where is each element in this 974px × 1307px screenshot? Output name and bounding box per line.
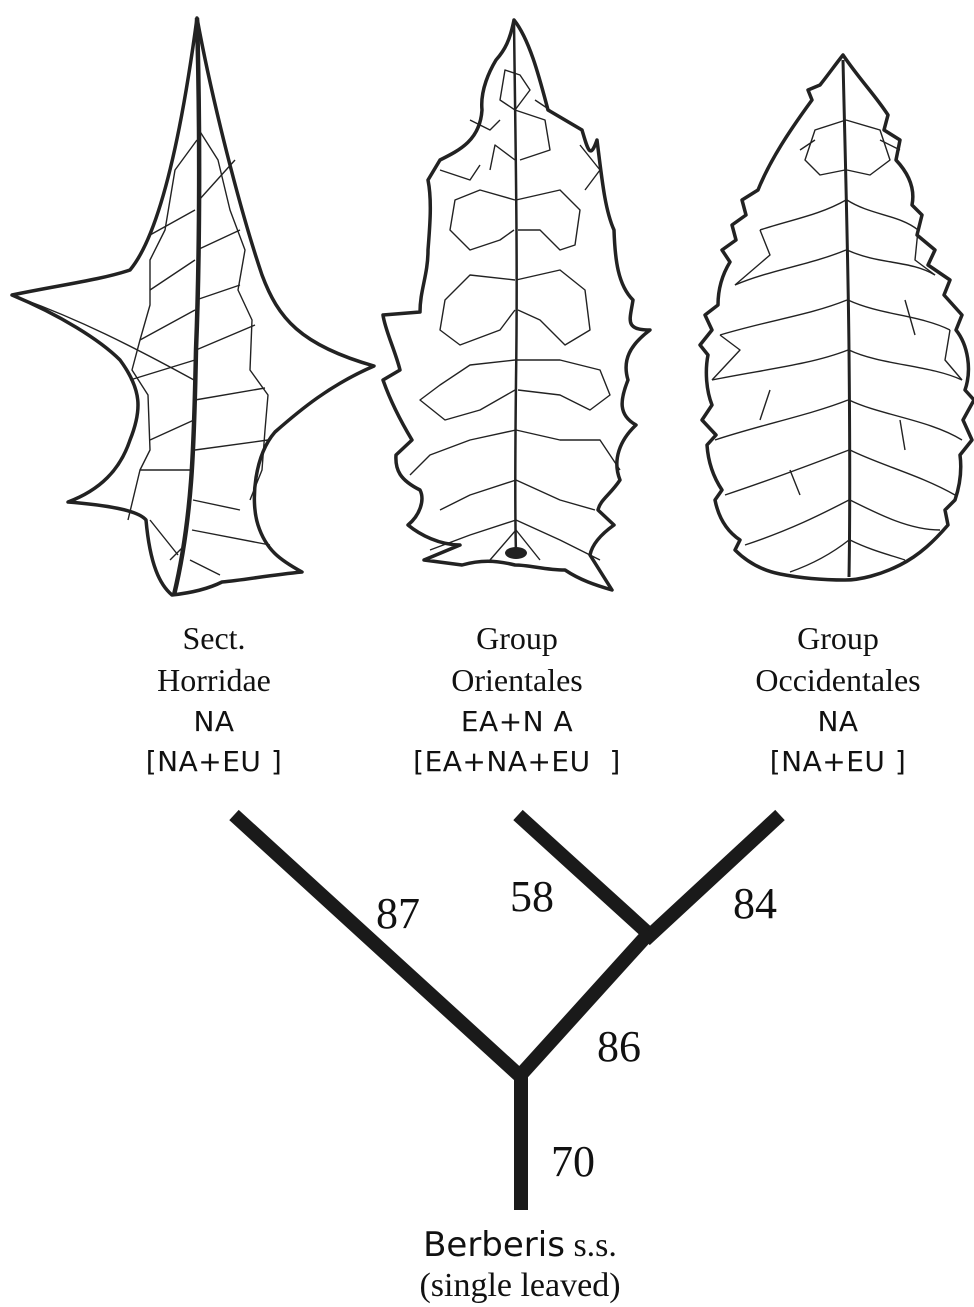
branch-orientales xyxy=(513,809,655,941)
branch-horridae xyxy=(229,809,526,1083)
leaf-occidentales xyxy=(698,53,974,582)
leaf-occidentales-veins xyxy=(711,119,963,573)
support-orientales: 58 xyxy=(510,872,554,921)
taxon-occidentales-ancestral: [NA+EU ] xyxy=(769,745,907,778)
leaf-horridae-veins xyxy=(19,129,271,576)
support-clade: 86 xyxy=(597,1022,641,1071)
leaf-occidentales-midrib xyxy=(841,59,852,578)
taxon-orientales-line2: Orientales xyxy=(451,662,583,698)
leaf-orientales-midrib xyxy=(512,19,518,554)
tree xyxy=(229,809,785,1210)
root-note: (single leaved) xyxy=(419,1267,621,1304)
taxon-horridae-ancestral: [NA+EU ] xyxy=(145,745,283,778)
taxon-orientales-region: EA+N A xyxy=(460,705,574,738)
leaf-occidentales-outline xyxy=(698,53,974,582)
support-horridae: 87 xyxy=(376,889,420,938)
support-occidentales: 84 xyxy=(733,879,777,928)
taxon-orientales-line1: Group xyxy=(476,620,558,656)
root-suffix: s.s. xyxy=(573,1227,617,1264)
taxon-occidentales-line2: Occidentales xyxy=(755,662,921,698)
root-name-line: Berberis s.s. xyxy=(370,1228,670,1263)
leaf-horridae-outline xyxy=(10,16,376,597)
root-label: Berberis s.s. (single leaved) xyxy=(370,1228,670,1303)
taxon-label-orientales: Group Orientales EA+N A [EA+NA+EU ] xyxy=(386,622,648,776)
branch-occidentales xyxy=(640,809,785,946)
taxon-occidentales-line1: Group xyxy=(797,620,879,656)
root-genus: Berberis xyxy=(423,1225,565,1265)
leaf-orientales xyxy=(381,18,652,592)
branch-clade xyxy=(510,927,656,1085)
taxon-occidentales-region: NA xyxy=(817,705,859,738)
leaf-horridae-midrib xyxy=(171,17,202,596)
taxon-horridae-region: NA xyxy=(193,705,235,738)
taxon-label-occidentales: Group Occidentales NA [NA+EU ] xyxy=(718,622,958,776)
taxon-horridae-line1: Sect. xyxy=(182,620,246,656)
leaf-orientales-petiole xyxy=(505,547,527,559)
leaf-horridae xyxy=(10,16,376,597)
taxon-orientales-ancestral: [EA+NA+EU ] xyxy=(413,745,621,778)
taxon-horridae-line2: Horridae xyxy=(157,662,271,698)
support-root: 70 xyxy=(551,1137,595,1186)
leaf-orientales-veins xyxy=(409,69,621,561)
taxon-label-horridae: Sect. Horridae NA [NA+EU ] xyxy=(104,622,324,776)
leaf-orientales-outline xyxy=(381,18,652,592)
